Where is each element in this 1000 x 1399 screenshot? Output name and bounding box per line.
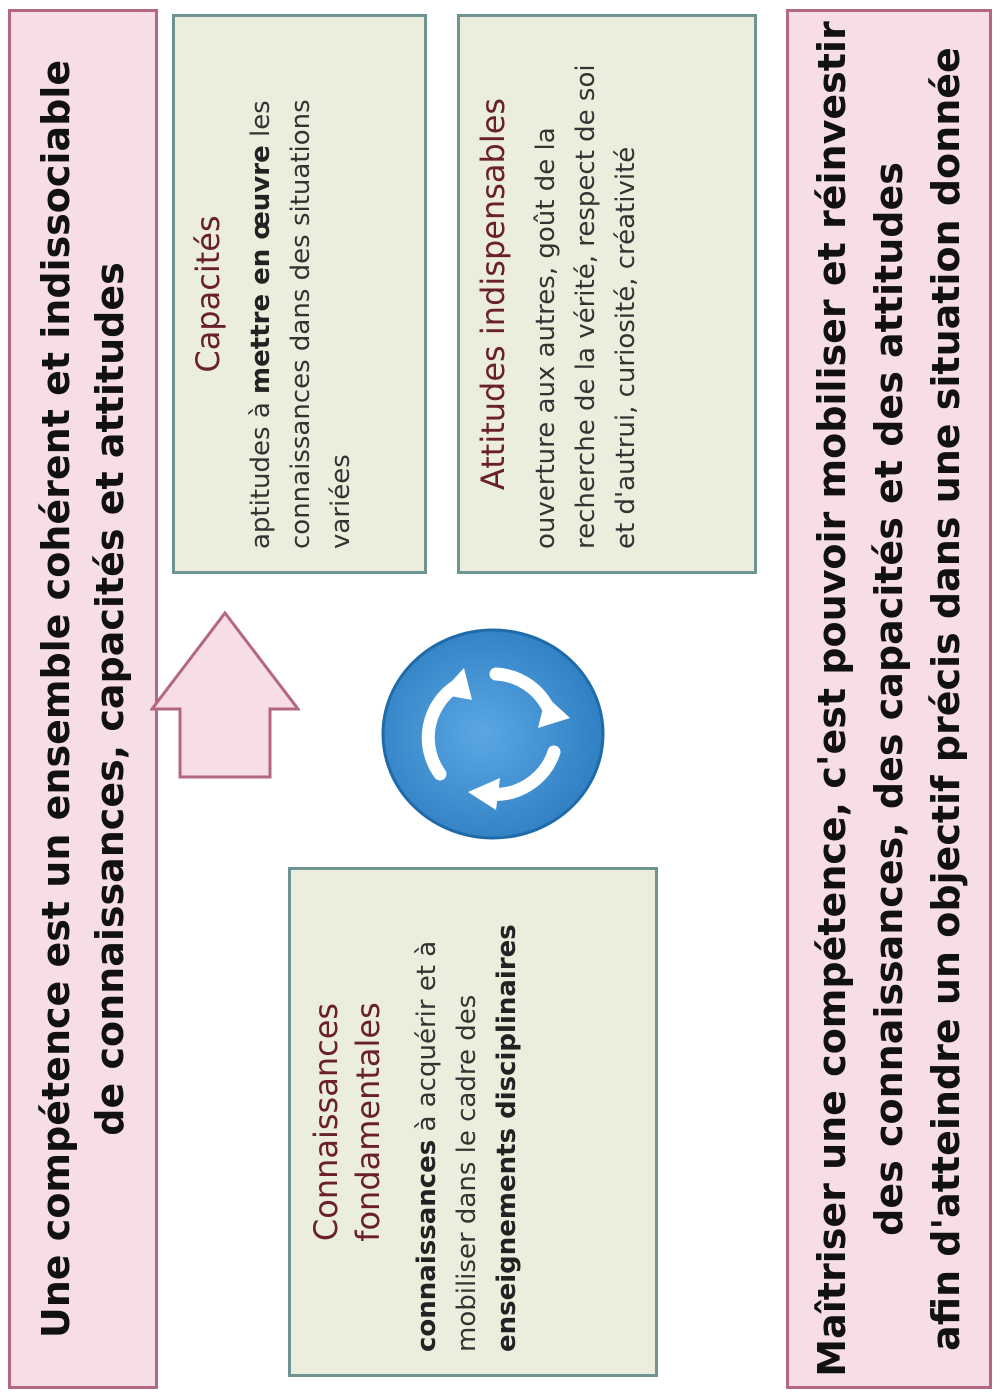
capacites-text: aptitudes à mettre en œuvre les connaiss… [241, 39, 361, 549]
definition-line-1: Une compétence est un ensemble cohérent … [34, 59, 78, 1339]
connaissances-text-bold-1: connaissances [412, 1139, 442, 1352]
attitudes-text: ouverture aux autres, goût de la recherc… [531, 64, 641, 549]
mastery-line-2: des connaissances, des capacités et des … [866, 162, 911, 1236]
circular-arrows-icon [381, 628, 605, 840]
definition-banner: Une compétence est un ensemble cohérent … [8, 9, 158, 1389]
connaissances-text-bold-2: enseignements disciplinaires [492, 924, 522, 1352]
attitudes-card: Attitudes indispensables ouverture aux a… [457, 14, 757, 574]
mastery-line-3: afin d'atteindre un objectif précis dans… [923, 47, 968, 1351]
connaissances-title-line-2: fondamentales [349, 1002, 387, 1242]
capacites-title: Capacités [189, 215, 227, 373]
right-arrow-icon [150, 610, 300, 779]
connaissances-title: Connaissances fondamentales [305, 892, 389, 1352]
connaissances-card: Connaissances fondamentales connaissance… [288, 867, 658, 1377]
connaissances-title-line-1: Connaissances [307, 1002, 345, 1242]
capacites-text-pre: aptitudes à [246, 393, 276, 549]
attitudes-title: Attitudes indispensables [474, 97, 512, 491]
capacites-card: Capacités aptitudes à mettre en œuvre le… [172, 14, 427, 574]
mastery-line-1: Maîtriser une compétence, c'est pouvoir … [809, 21, 854, 1377]
capacites-text-bold: mettre en œuvre [246, 145, 276, 394]
connaissances-text: connaissances à acquérir et à mobiliser … [407, 892, 527, 1352]
definition-line-2: de connaissances, capacités et attitudes [88, 262, 132, 1136]
mastery-banner: Maîtriser une compétence, c'est pouvoir … [786, 9, 992, 1389]
